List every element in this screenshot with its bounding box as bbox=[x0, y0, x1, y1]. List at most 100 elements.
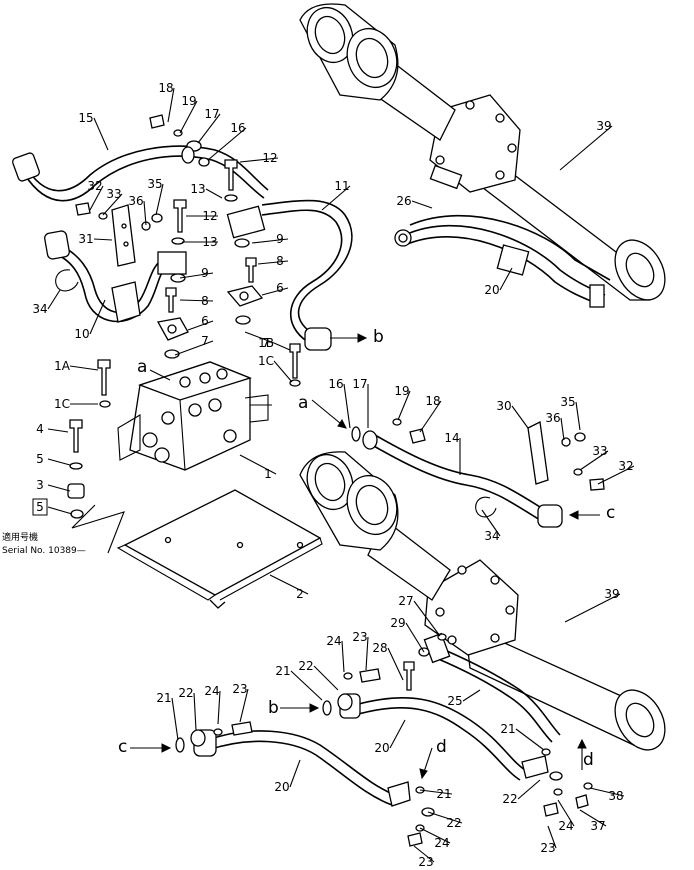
callout-number: 39 bbox=[604, 587, 619, 601]
callout-number: 30 bbox=[496, 399, 511, 413]
callout-number: 27 bbox=[398, 594, 413, 608]
serial-indicator-line bbox=[71, 504, 125, 554]
callout-number: 14 bbox=[444, 431, 459, 445]
hose-26 bbox=[394, 214, 611, 308]
callout-c27: 27 bbox=[398, 594, 441, 637]
leader-line bbox=[273, 360, 293, 383]
leader-line bbox=[575, 401, 581, 431]
callout-c19b: 19 bbox=[394, 384, 411, 421]
callout-number: 16 bbox=[328, 377, 343, 391]
callout-c23c: 23 bbox=[413, 845, 435, 869]
callout-c24c: 24 bbox=[419, 827, 451, 850]
leader-line bbox=[239, 688, 249, 723]
callout-c16a: 16 bbox=[207, 121, 247, 161]
leader-line bbox=[341, 640, 345, 673]
callout-c21c: 21 bbox=[419, 787, 453, 801]
callout-number: 17 bbox=[204, 107, 219, 121]
callout-c21d: 21 bbox=[500, 722, 545, 751]
leader-line bbox=[261, 287, 289, 296]
callout-c12b: 12 bbox=[186, 209, 218, 223]
callout-number: 24 bbox=[558, 819, 573, 833]
callout-number: 5 bbox=[36, 500, 44, 514]
connection-letter-ld1: d bbox=[436, 737, 447, 757]
leader-line bbox=[207, 127, 247, 161]
callout-c16b: 16 bbox=[328, 377, 351, 429]
callout-c18b: 18 bbox=[419, 394, 442, 433]
leader-line bbox=[579, 450, 609, 471]
pipe-10 bbox=[44, 230, 187, 323]
callout-number: 23 bbox=[418, 855, 433, 869]
callout-c7b: 7 bbox=[244, 331, 275, 350]
leader-line bbox=[589, 787, 625, 797]
leader-line bbox=[579, 809, 607, 827]
leader-line bbox=[102, 193, 123, 216]
leader-line bbox=[564, 593, 621, 623]
callout-number: 37 bbox=[590, 819, 605, 833]
leader-line bbox=[167, 87, 175, 123]
connection-letter-lb1: b bbox=[373, 327, 384, 347]
callout-number: 6 bbox=[201, 314, 209, 328]
leader-line bbox=[89, 299, 106, 335]
callout-number: 35 bbox=[560, 395, 575, 409]
serial-label: 適用号機 Serial No. 10389— bbox=[2, 531, 86, 556]
callout-number: 18 bbox=[158, 81, 173, 95]
callout-number: 1 bbox=[264, 467, 272, 481]
callout-number: 1C bbox=[54, 397, 70, 411]
leader-line bbox=[143, 200, 147, 226]
leader-line bbox=[93, 238, 113, 241]
leader-line bbox=[427, 811, 463, 824]
bracket-plate-2 bbox=[116, 489, 323, 609]
callout-c3: 3 bbox=[36, 478, 71, 492]
callout-number: 23 bbox=[232, 682, 247, 696]
leader-line bbox=[193, 692, 197, 731]
callout-number: 29 bbox=[390, 616, 405, 630]
callout-c5box: 5 bbox=[32, 498, 73, 516]
callout-number: 21 bbox=[156, 691, 171, 705]
callout-number: 10 bbox=[74, 327, 89, 341]
leader-line bbox=[517, 779, 541, 800]
callout-number: 39 bbox=[596, 119, 611, 133]
pipe-11 bbox=[261, 199, 368, 351]
leader-line bbox=[405, 622, 425, 653]
leader-line bbox=[559, 125, 613, 171]
callout-c6b: 6 bbox=[187, 314, 214, 331]
clip-34-lower bbox=[475, 496, 497, 518]
flange-6-right bbox=[226, 285, 264, 307]
leader-line bbox=[47, 458, 71, 466]
callout-c39b: 39 bbox=[564, 587, 621, 623]
leader-line bbox=[171, 697, 179, 741]
small-parts-lower bbox=[175, 633, 593, 847]
callout-c1: 1 bbox=[239, 454, 277, 481]
leader-line bbox=[365, 636, 369, 671]
leader-line bbox=[481, 509, 501, 537]
leader-line bbox=[547, 825, 557, 849]
connection-letter-la2: a bbox=[298, 393, 308, 413]
callout-c23d: 23 bbox=[540, 825, 557, 855]
callout-number: 33 bbox=[592, 444, 607, 458]
leader-line bbox=[515, 728, 545, 751]
leader-line bbox=[179, 272, 214, 279]
callout-number: 8 bbox=[201, 294, 209, 308]
callout-number: 5 bbox=[36, 452, 44, 466]
callout-c38: 38 bbox=[589, 787, 625, 803]
callout-c28: 28 bbox=[372, 641, 404, 681]
leader-line bbox=[179, 299, 214, 302]
callout-number: 7 bbox=[262, 336, 270, 350]
callout-number: 1C bbox=[258, 354, 274, 368]
leader-line bbox=[179, 100, 198, 134]
callout-number: 21 bbox=[500, 722, 515, 736]
callout-c22d: 22 bbox=[502, 779, 541, 806]
callout-number: 22 bbox=[298, 659, 313, 673]
clip-34 bbox=[55, 269, 79, 292]
leader-line bbox=[89, 185, 104, 211]
callout-c33b: 33 bbox=[579, 444, 609, 471]
callout-c36b: 36 bbox=[545, 411, 565, 441]
callout-c22a: 22 bbox=[298, 659, 339, 691]
leader-line bbox=[389, 719, 406, 749]
callout-c23a: 23 bbox=[352, 630, 369, 671]
leader-line bbox=[290, 670, 323, 701]
leader-line bbox=[419, 827, 451, 844]
callout-c32b: 32 bbox=[597, 459, 635, 485]
callout-number: 38 bbox=[608, 789, 623, 803]
serial-jp-text: 適用号機 bbox=[2, 531, 38, 543]
